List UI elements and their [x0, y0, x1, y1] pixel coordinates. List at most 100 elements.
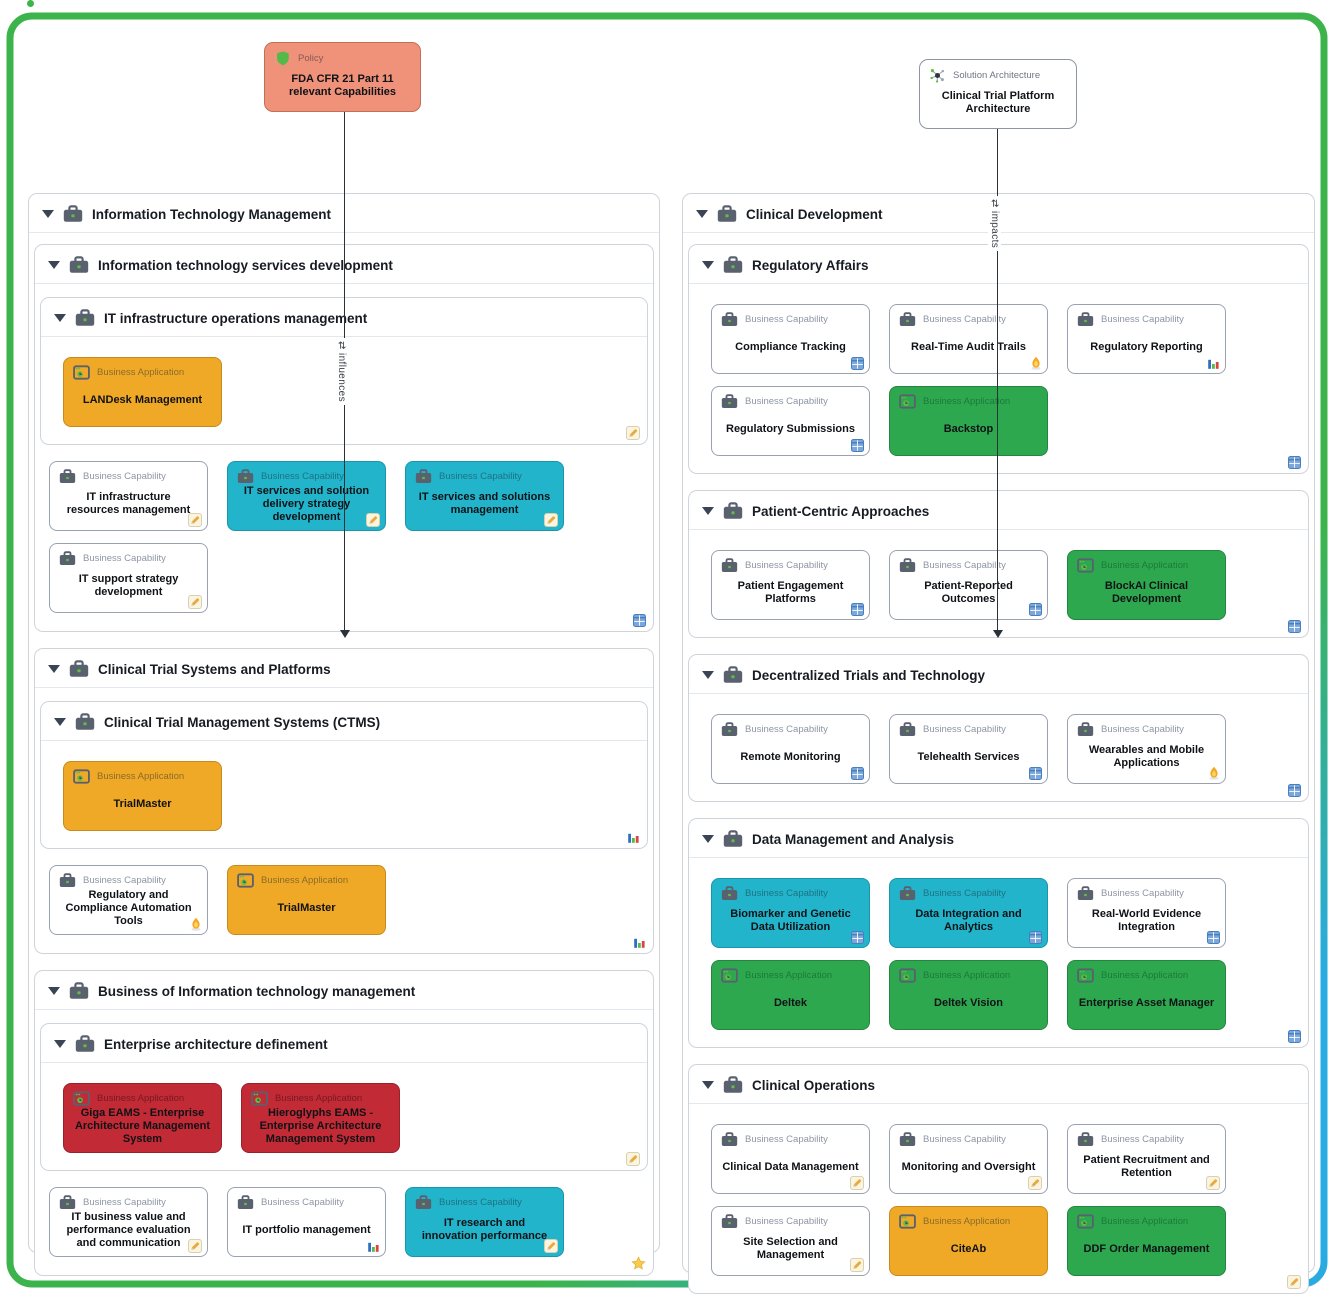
card-type-label: Business Application: [1101, 560, 1188, 571]
card-title: IT support strategy development: [50, 566, 207, 612]
chevron-down-icon[interactable]: [54, 1040, 66, 1048]
briefcase-icon: [721, 558, 738, 573]
card-type-row: Business Application: [890, 387, 1047, 409]
matrix-icon: [851, 357, 864, 370]
matrix-icon: [851, 439, 864, 452]
card-type-label: Business Application: [97, 771, 184, 782]
card-type-row: Business Application: [64, 1084, 221, 1106]
group-header: Clinical Trial Systems and Platforms: [35, 649, 653, 688]
briefcase-icon: [721, 1132, 738, 1147]
card-type-row: Business Capability: [712, 879, 869, 901]
shield-icon: [274, 50, 291, 67]
note-edit-icon: [188, 1239, 202, 1253]
card-type-row: Business Application: [890, 1207, 1047, 1229]
relation-label[interactable]: ⇄ influences: [335, 338, 348, 405]
group-business-of-information-technology-management[interactable]: Business of Information technology manag…: [34, 970, 654, 1276]
business-capability-card-it-portfolio-management[interactable]: Business Capability IT portfolio manageme…: [227, 1187, 386, 1257]
chevron-down-icon[interactable]: [48, 261, 60, 269]
card-title: Regulatory Reporting: [1068, 327, 1225, 373]
chevron-down-icon[interactable]: [702, 671, 714, 679]
card-title: Regulatory and Compliance Automation Too…: [50, 888, 207, 935]
card-type-label: Business Capability: [261, 1197, 344, 1208]
chevron-down-icon[interactable]: [696, 210, 708, 218]
app-window-icon: [73, 365, 90, 380]
card-title: TrialMaster: [228, 888, 385, 934]
card-title: Compliance Tracking: [712, 327, 869, 373]
group-clinical-trial-management-systems-ctms[interactable]: Clinical Trial Management Systems (CTMS)…: [40, 701, 648, 849]
chevron-down-icon[interactable]: [54, 718, 66, 726]
briefcase-icon: [69, 982, 89, 1000]
chevron-down-icon[interactable]: [42, 210, 54, 218]
briefcase-icon: [237, 469, 254, 484]
card-title: IT portfolio management: [228, 1210, 385, 1256]
card-type-row: Business Capability: [1068, 715, 1225, 737]
chevron-down-icon[interactable]: [702, 835, 714, 843]
chevron-down-icon[interactable]: [48, 665, 60, 673]
card-type-label: Business Capability: [745, 314, 828, 325]
chevron-down-icon[interactable]: [702, 261, 714, 269]
card-type-label: Business Application: [97, 1093, 184, 1104]
card-type-row: Business Capability: [228, 462, 385, 484]
card-type-row: Business Capability: [890, 305, 1047, 327]
group-header: Decentralized Trials and Technology: [689, 655, 1308, 694]
card-type-label: Business Capability: [923, 560, 1006, 571]
card-type-row: Business Application: [1068, 961, 1225, 983]
chevron-down-icon[interactable]: [48, 987, 60, 995]
chevron-down-icon[interactable]: [54, 314, 66, 322]
chevron-down-icon[interactable]: [702, 507, 714, 515]
group-title: Clinical Trial Management Systems (CTMS): [104, 715, 380, 730]
relation-label[interactable]: ⇄ impacts: [988, 196, 1001, 251]
matrix-icon: [851, 931, 864, 944]
chevron-down-icon[interactable]: [702, 1081, 714, 1089]
